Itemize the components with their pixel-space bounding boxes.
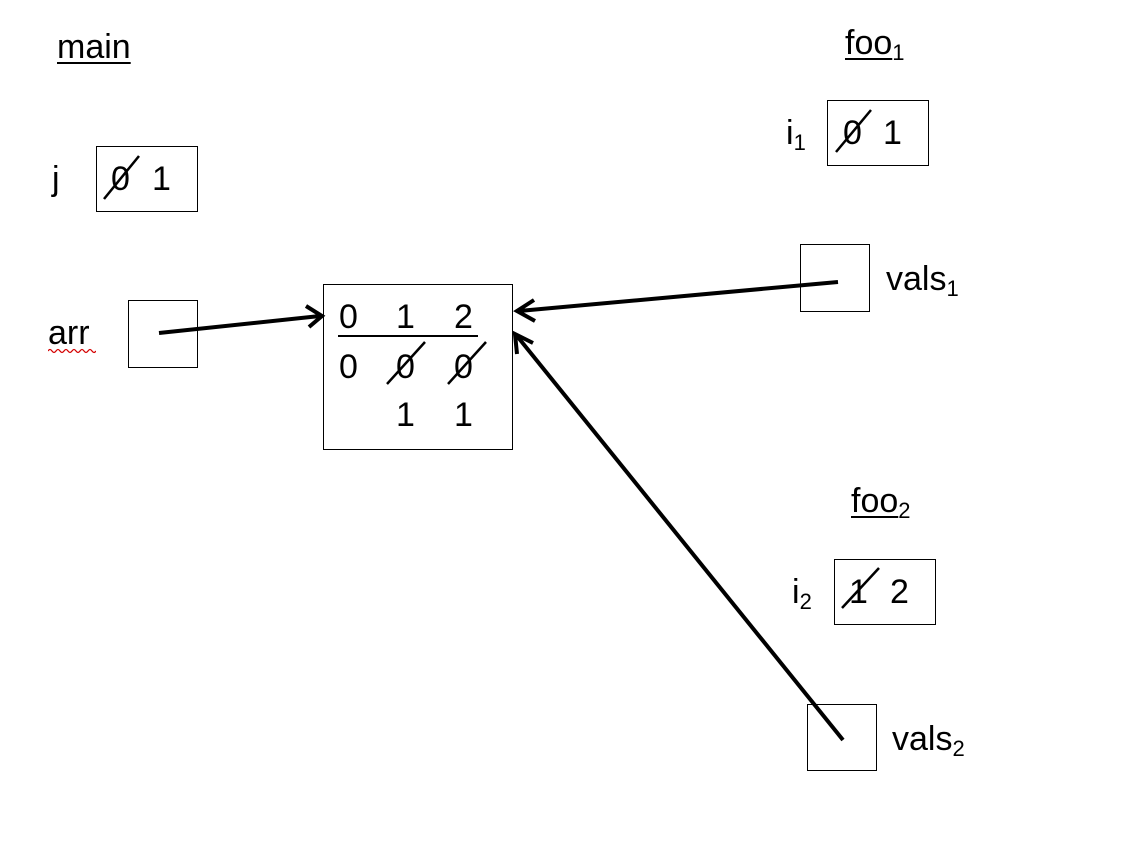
array-value-1-old: 0: [396, 348, 415, 386]
arr-variable-label: arr: [48, 314, 90, 352]
array-value-2-new: 1: [454, 396, 473, 434]
vals1-pointer-arrow: [518, 280, 839, 313]
j-old-value: 0: [111, 160, 130, 198]
vals1-variable-label: vals1: [886, 260, 959, 301]
i1-new-value: 1: [883, 114, 902, 152]
i1-old-value: 0: [843, 114, 862, 152]
i1-value-box: [827, 100, 929, 166]
array-index-0: 0: [339, 298, 358, 336]
spellcheck-underline: [48, 348, 96, 354]
j-value-box: [96, 146, 198, 212]
array-index-2: 2: [454, 298, 473, 336]
vals2-variable-label: vals2: [892, 720, 965, 761]
main-frame-title: main: [57, 28, 131, 66]
foo2-frame-title: foo2: [851, 482, 911, 523]
i2-new-value: 2: [890, 573, 909, 611]
arr-pointer-box: [128, 300, 198, 368]
j-new-value: 1: [152, 160, 171, 198]
vals1-arrowhead: [513, 298, 536, 323]
i2-old-value: 1: [849, 573, 868, 611]
array-index-1: 1: [396, 298, 415, 336]
vals2-pointer-arrow: [515, 334, 845, 742]
i2-variable-label: i2: [792, 573, 812, 614]
vals2-pointer-box: [807, 704, 877, 771]
vals1-pointer-box: [800, 244, 870, 312]
j-variable-label: j: [52, 160, 60, 198]
foo1-frame-title: foo1: [845, 24, 905, 65]
i1-variable-label: i1: [786, 114, 806, 155]
array-value-0: 0: [339, 348, 358, 386]
array-box: [323, 284, 513, 450]
array-value-2-old: 0: [454, 348, 473, 386]
arr-arrowhead: [304, 304, 326, 329]
array-value-1-new: 1: [396, 396, 415, 434]
vals2-arrowhead: [512, 330, 534, 355]
